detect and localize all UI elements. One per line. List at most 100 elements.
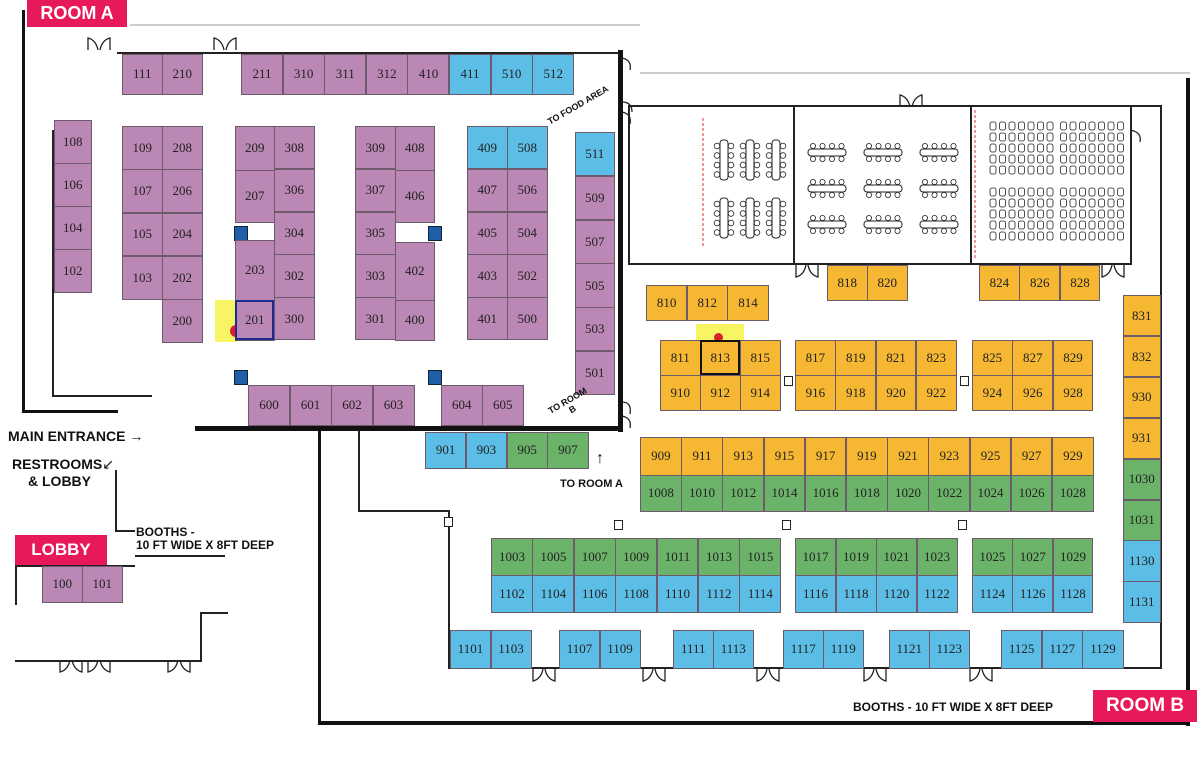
booth-1025[interactable]: 1025 bbox=[972, 538, 1013, 576]
booth-308[interactable]: 308 bbox=[274, 126, 315, 170]
booth-923[interactable]: 923 bbox=[928, 437, 971, 476]
booth-407[interactable]: 407 bbox=[467, 168, 508, 213]
booth-106[interactable]: 106 bbox=[54, 163, 92, 207]
booth-921[interactable]: 921 bbox=[887, 437, 929, 476]
booth-604[interactable]: 604 bbox=[441, 385, 483, 426]
booth-208[interactable]: 208 bbox=[162, 126, 203, 170]
booth-1128[interactable]: 1128 bbox=[1052, 575, 1094, 613]
booth-901[interactable]: 901 bbox=[425, 432, 467, 469]
booth-303[interactable]: 303 bbox=[355, 254, 396, 298]
booth-207[interactable]: 207 bbox=[235, 170, 275, 223]
booth-211[interactable]: 211 bbox=[241, 54, 284, 95]
booth-1127[interactable]: 1127 bbox=[1041, 630, 1083, 669]
booth-105[interactable]: 105 bbox=[122, 212, 163, 257]
booth-1007[interactable]: 1007 bbox=[573, 538, 616, 576]
booth-829[interactable]: 829 bbox=[1052, 340, 1094, 376]
booth-1005[interactable]: 1005 bbox=[532, 538, 575, 576]
booth-401[interactable]: 401 bbox=[467, 297, 508, 341]
booth-503[interactable]: 503 bbox=[575, 307, 615, 352]
booth-204[interactable]: 204 bbox=[162, 212, 203, 257]
booth-1003[interactable]: 1003 bbox=[491, 538, 533, 576]
booth-300[interactable]: 300 bbox=[274, 297, 315, 341]
booth-410[interactable]: 410 bbox=[407, 54, 450, 95]
booth-910[interactable]: 910 bbox=[660, 375, 701, 411]
booth-210[interactable]: 210 bbox=[162, 54, 203, 95]
booth-512[interactable]: 512 bbox=[532, 54, 575, 95]
booth-311[interactable]: 311 bbox=[324, 54, 367, 95]
booth-928[interactable]: 928 bbox=[1052, 375, 1094, 411]
booth-819[interactable]: 819 bbox=[835, 340, 877, 376]
booth-922[interactable]: 922 bbox=[915, 375, 957, 411]
booth-1108[interactable]: 1108 bbox=[615, 575, 658, 613]
booth-501[interactable]: 501 bbox=[575, 351, 615, 396]
booth-100[interactable]: 100 bbox=[42, 566, 83, 603]
booth-1123[interactable]: 1123 bbox=[929, 630, 970, 669]
booth-1122[interactable]: 1122 bbox=[916, 575, 958, 613]
booth-812[interactable]: 812 bbox=[686, 285, 728, 321]
booth-930[interactable]: 930 bbox=[1123, 376, 1161, 419]
booth-920[interactable]: 920 bbox=[875, 375, 917, 411]
booth-1012[interactable]: 1012 bbox=[722, 475, 765, 512]
booth-1119[interactable]: 1119 bbox=[823, 630, 864, 669]
booth-108[interactable]: 108 bbox=[54, 120, 92, 164]
booth-827[interactable]: 827 bbox=[1012, 340, 1054, 376]
booth-912[interactable]: 912 bbox=[700, 375, 741, 411]
booth-1104[interactable]: 1104 bbox=[532, 575, 575, 613]
booth-925[interactable]: 925 bbox=[969, 437, 1012, 476]
booth-1129[interactable]: 1129 bbox=[1082, 630, 1124, 669]
booth-1130[interactable]: 1130 bbox=[1123, 540, 1161, 582]
booth-905[interactable]: 905 bbox=[506, 432, 548, 469]
booth-309[interactable]: 309 bbox=[355, 126, 396, 170]
booth-814[interactable]: 814 bbox=[727, 285, 769, 321]
booth-510[interactable]: 510 bbox=[490, 54, 533, 95]
booth-500[interactable]: 500 bbox=[507, 297, 548, 341]
booth-929[interactable]: 929 bbox=[1052, 437, 1094, 476]
booth-1021[interactable]: 1021 bbox=[876, 538, 917, 576]
booth-310[interactable]: 310 bbox=[282, 54, 325, 95]
booth-408[interactable]: 408 bbox=[395, 126, 435, 171]
booth-409[interactable]: 409 bbox=[467, 126, 508, 170]
booth-603[interactable]: 603 bbox=[372, 385, 415, 426]
booth-931[interactable]: 931 bbox=[1123, 417, 1161, 460]
booth-301[interactable]: 301 bbox=[355, 297, 396, 341]
booth-1103[interactable]: 1103 bbox=[490, 630, 532, 669]
booth-1029[interactable]: 1029 bbox=[1052, 538, 1094, 576]
booth-1106[interactable]: 1106 bbox=[573, 575, 616, 613]
booth-1124[interactable]: 1124 bbox=[972, 575, 1013, 613]
booth-1126[interactable]: 1126 bbox=[1012, 575, 1054, 613]
booth-209[interactable]: 209 bbox=[235, 126, 275, 171]
booth-811[interactable]: 811 bbox=[660, 340, 701, 376]
booth-406[interactable]: 406 bbox=[395, 170, 435, 223]
booth-915[interactable]: 915 bbox=[763, 437, 806, 476]
booth-1014[interactable]: 1014 bbox=[763, 475, 806, 512]
booth-1017[interactable]: 1017 bbox=[795, 538, 836, 576]
booth-1018[interactable]: 1018 bbox=[846, 475, 888, 512]
booth-101[interactable]: 101 bbox=[82, 566, 123, 603]
booth-919[interactable]: 919 bbox=[846, 437, 888, 476]
booth-1013[interactable]: 1013 bbox=[698, 538, 740, 576]
booth-1116[interactable]: 1116 bbox=[795, 575, 836, 613]
booth-907[interactable]: 907 bbox=[547, 432, 589, 469]
booth-914[interactable]: 914 bbox=[740, 375, 781, 411]
booth-927[interactable]: 927 bbox=[1010, 437, 1053, 476]
booth-304[interactable]: 304 bbox=[274, 211, 315, 255]
booth-302[interactable]: 302 bbox=[274, 254, 315, 298]
booth-506[interactable]: 506 bbox=[507, 168, 548, 213]
booth-916[interactable]: 916 bbox=[795, 375, 836, 411]
booth-831[interactable]: 831 bbox=[1123, 295, 1161, 337]
booth-1131[interactable]: 1131 bbox=[1123, 581, 1161, 623]
booth-102[interactable]: 102 bbox=[54, 249, 92, 293]
booth-1102[interactable]: 1102 bbox=[491, 575, 533, 613]
booth-924[interactable]: 924 bbox=[972, 375, 1013, 411]
booth-600[interactable]: 600 bbox=[248, 385, 290, 426]
booth-509[interactable]: 509 bbox=[575, 175, 615, 221]
booth-1117[interactable]: 1117 bbox=[783, 630, 824, 669]
booth-1016[interactable]: 1016 bbox=[804, 475, 847, 512]
booth-810[interactable]: 810 bbox=[646, 285, 688, 321]
booth-825[interactable]: 825 bbox=[972, 340, 1013, 376]
booth-400[interactable]: 400 bbox=[395, 300, 435, 341]
booth-1020[interactable]: 1020 bbox=[887, 475, 929, 512]
booth-402[interactable]: 402 bbox=[395, 242, 435, 301]
booth-1101[interactable]: 1101 bbox=[450, 630, 491, 669]
booth-109[interactable]: 109 bbox=[122, 126, 163, 170]
